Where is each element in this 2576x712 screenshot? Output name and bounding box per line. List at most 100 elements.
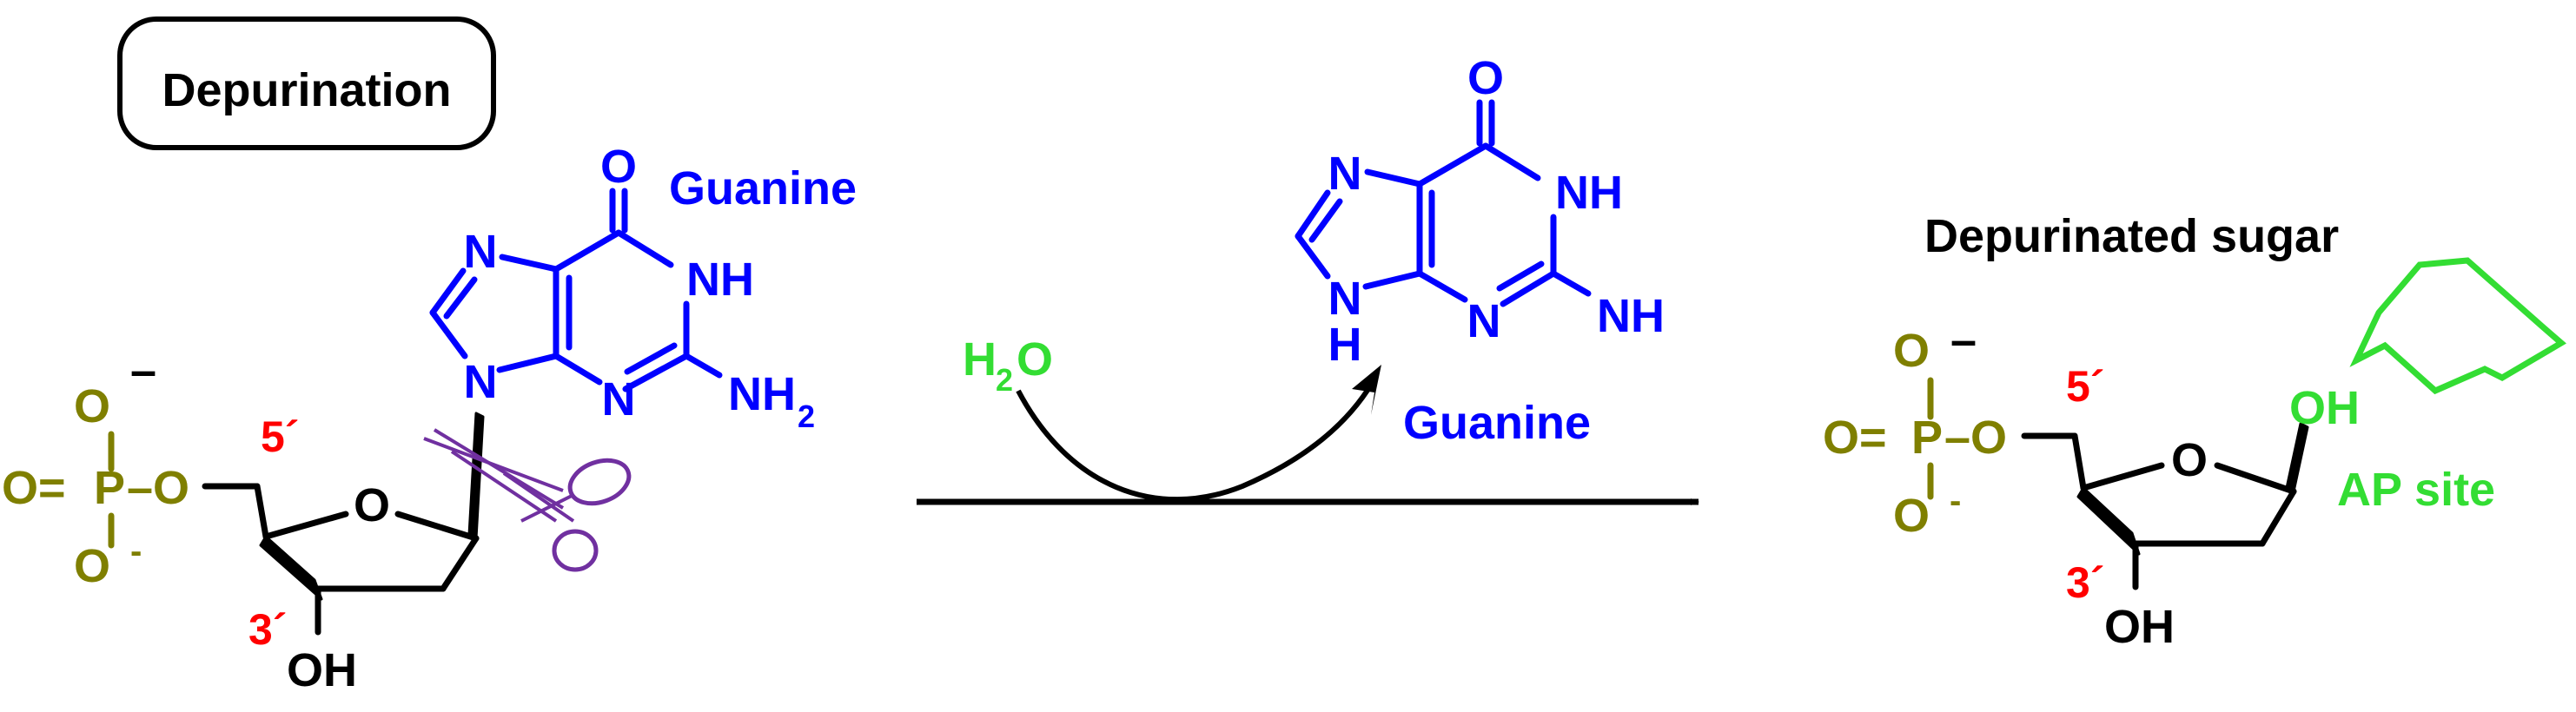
water-h: H	[963, 333, 997, 386]
left-c2-nh2-bond	[683, 353, 723, 379]
left-phosphate-o-double: O=	[2, 462, 66, 514]
reaction-arrow-group: H 2 O	[917, 333, 1699, 505]
released-guanine-name: Guanine	[1403, 397, 1591, 449]
product-sugar-ring: 5´ O OH 3´ OH AP site	[2021, 362, 2495, 653]
ap-site-arrow-shape	[2349, 257, 2566, 395]
left-c5-c4-bond	[254, 483, 269, 540]
product-title: Depurinated sugar	[1924, 210, 2339, 262]
left-carbonyl-o: O	[600, 141, 637, 193]
left-c2-n3-bond-b	[624, 342, 678, 375]
product-c5-c4-bond	[2071, 432, 2087, 491]
left-n3-label: N	[602, 373, 636, 425]
scissors-blade-c	[450, 450, 558, 523]
left-n3-c4-bond	[553, 353, 603, 386]
water-subscript: 2	[996, 362, 1013, 398]
left-phosphate-o-ester: –O	[127, 462, 189, 514]
product-anomeric-oh: OH	[2289, 382, 2360, 434]
left-phosphate-charge: –	[130, 345, 156, 397]
product-phosphate-charge: –	[1950, 314, 1977, 366]
released-c5-n7-bond	[1364, 168, 1423, 188]
product-o4-c1-bond	[2214, 462, 2297, 495]
title-box-frame	[117, 16, 496, 150]
product-prime-5-label: 5´	[2066, 362, 2104, 411]
curved-arrow-head	[1352, 365, 1381, 415]
title-box: Depurination	[117, 16, 496, 150]
released-carbonyl-o: O	[1467, 52, 1504, 104]
left-phosphate-group: – O O= P –O O -	[2, 345, 189, 592]
product-phosphate-p: P	[1911, 412, 1943, 464]
left-c1-c2-bond	[440, 535, 480, 592]
ap-site-arrow-icon	[2349, 257, 2566, 395]
left-phosphate-o-bottom-charge: -	[130, 532, 142, 570]
left-prime-5-label: 5´	[261, 412, 299, 461]
released-guanine: O NH N NH N N H Guanine	[1295, 52, 1665, 449]
left-n7-c8-bond-a	[429, 267, 467, 316]
released-n7-label: N	[1328, 148, 1362, 200]
released-c2-n3-bond-b	[1496, 260, 1545, 292]
product-phosphate-group: – O O= P –O O -	[1823, 314, 2007, 542]
scissors-blade-b	[433, 428, 565, 510]
product-c4-o4-bond	[2080, 462, 2165, 491]
left-phosphate-o-bottom: O	[74, 540, 110, 592]
left-n9-label: N	[464, 356, 498, 408]
left-nh2-subscript: 2	[798, 399, 815, 434]
left-n7-label: N	[464, 226, 498, 278]
left-prime-3-label: 3´	[248, 605, 287, 654]
product-phosphate-o-ester: –O	[1944, 412, 2007, 464]
product-oh-label: OH	[2104, 601, 2175, 653]
scissors-handle-b	[520, 493, 574, 523]
scissors-ring-a	[567, 458, 632, 506]
left-o4-c1-bond	[394, 511, 480, 542]
left-n7-c8-bond-b	[443, 276, 478, 320]
product-c1-oh-bond	[2285, 422, 2309, 493]
released-nh1-label: NH	[1555, 167, 1623, 219]
product-phosphate-o-bottom: O	[1893, 490, 1930, 542]
left-c8-n9-bond	[429, 309, 468, 359]
product-phosphate-o-bottom-charge: -	[1950, 482, 1961, 520]
title-label: Depurination	[162, 64, 452, 116]
left-c6-c5-bond	[553, 229, 622, 273]
released-n7-c8-bond-a	[1295, 189, 1331, 240]
product-phosphate-o-top: O	[1893, 325, 1930, 377]
left-n9-c4-bond	[496, 353, 560, 373]
left-guanine-name: Guanine	[669, 162, 857, 214]
curved-arrow	[1016, 380, 1375, 503]
left-c4-c3-wedge	[259, 535, 323, 601]
left-nh2-label: NH	[728, 368, 796, 420]
released-c8-n9-bond	[1295, 233, 1331, 280]
left-phosphate-p: P	[94, 462, 125, 514]
released-c6-c5-bond	[1416, 142, 1489, 188]
released-c2-n3-bond-a	[1500, 270, 1557, 307]
left-c6-n1-bond	[615, 229, 674, 268]
left-c4-o4-bond	[262, 511, 349, 540]
water-o: O	[1016, 333, 1053, 386]
left-phosphate-o-top: O	[74, 380, 110, 432]
left-c2-n3-bond-a	[622, 353, 690, 392]
product-c4-c3-wedge	[2076, 486, 2141, 556]
released-n3-label: N	[1467, 295, 1501, 347]
product-c1-c2-bond	[2259, 488, 2297, 547]
left-c5-n7-bond	[499, 254, 560, 273]
released-n7-c8-bond-b	[1308, 198, 1343, 243]
product-prime-3-label: 3´	[2066, 558, 2104, 607]
released-n9-c4-bond	[1362, 270, 1423, 290]
left-oh-label: OH	[287, 644, 357, 696]
scissors-icon	[423, 428, 632, 572]
left-guanine: Guanine O NH N NH 2 N N	[429, 141, 857, 434]
product-ring-oxygen: O	[2171, 434, 2208, 486]
left-nh1-label: NH	[686, 254, 754, 306]
left-sugar-ring: 5´ O OH 3´	[202, 412, 485, 696]
scissors-ring-b	[552, 529, 599, 572]
released-c6-n1-bond	[1482, 142, 1541, 181]
released-c2-nh2-bond	[1550, 270, 1592, 297]
released-n9-label: N	[1328, 273, 1362, 325]
ap-site-label: AP site	[2337, 464, 2495, 516]
released-n9-h-label: H	[1328, 319, 1362, 371]
released-nh2-label: NH	[1597, 290, 1665, 342]
released-n3-c4-bond	[1416, 270, 1468, 303]
product-header: Depurinated sugar	[1924, 210, 2339, 262]
scissors-handle-a	[502, 471, 575, 523]
product-phosphate-o-double: O=	[1823, 412, 1887, 464]
